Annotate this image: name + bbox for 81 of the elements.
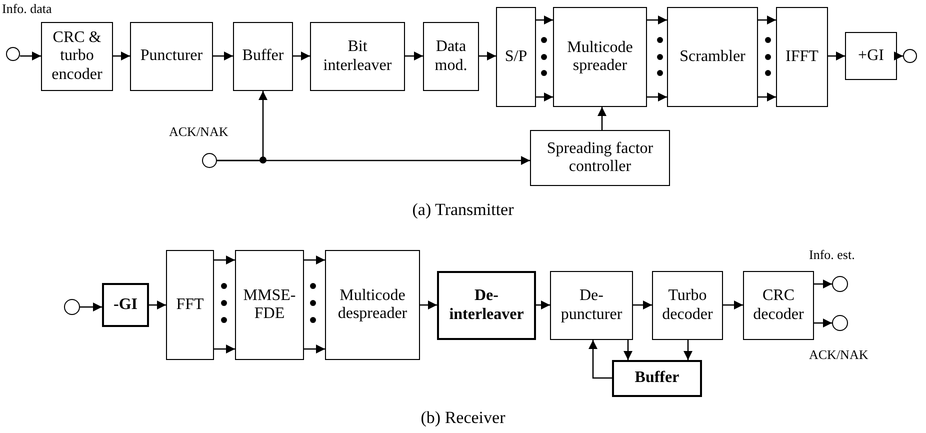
process-block (233, 22, 293, 91)
block-label: Scrambler (678, 48, 746, 66)
process-block (652, 271, 723, 340)
process-block (743, 271, 814, 340)
block-label: CRC decoder (752, 287, 805, 324)
arrow (723, 300, 743, 310)
block-label: +GI (857, 46, 885, 66)
block-label: MMSE- FDE (242, 286, 297, 324)
block-label: De- interleaver (448, 287, 525, 324)
process-block (310, 22, 405, 91)
process-block (235, 250, 304, 360)
process-block (530, 130, 670, 186)
arrow (588, 340, 612, 379)
block-label: CRC & turbo encoder (50, 28, 104, 84)
arrow (624, 340, 632, 360)
process-block (423, 22, 479, 91)
arrow (647, 16, 667, 24)
signal-label: ACK/NAK (809, 347, 868, 363)
process-block (102, 283, 149, 327)
block-label: Data mod. (434, 38, 468, 75)
arrow (20, 52, 41, 60)
arrow (536, 300, 550, 310)
block-label: -GI (112, 296, 138, 314)
block-label: Bit interleaver (322, 38, 393, 75)
arrow (80, 302, 102, 312)
block-label: Turbo decoder (661, 287, 714, 324)
arrow (214, 344, 235, 354)
terminal-circle (64, 299, 80, 315)
block-label: Puncturer (139, 47, 204, 66)
process-block (550, 271, 633, 340)
arrow (213, 52, 233, 60)
terminal-circle (6, 47, 20, 61)
signal-label: Info. data (2, 1, 52, 17)
process-block (845, 32, 897, 80)
process-block (130, 22, 213, 91)
arrow (647, 92, 667, 102)
arrow (633, 300, 652, 310)
arrow (536, 92, 553, 102)
arrow (217, 156, 530, 165)
arrow (214, 256, 235, 264)
process-block (553, 7, 647, 107)
caption: (a) Transmitter (412, 200, 514, 220)
arrow (828, 52, 845, 60)
arrow (304, 344, 325, 354)
arrow (536, 16, 553, 24)
arrow (894, 52, 903, 60)
process-block (166, 250, 214, 360)
arrow (293, 52, 310, 60)
arrow (405, 52, 423, 60)
block-label: Buffer (634, 369, 680, 388)
process-block (776, 7, 828, 107)
process-block (496, 7, 536, 107)
arrow (814, 318, 832, 328)
process-block (437, 271, 536, 340)
block-label: IFFT (784, 48, 820, 66)
block-label: De- puncturer (560, 287, 624, 324)
terminal-circle (903, 49, 917, 63)
process-block (41, 22, 113, 91)
block-label: FFT (175, 296, 205, 314)
arrow (684, 340, 692, 360)
block-label: S/P (504, 48, 528, 66)
arrow (113, 52, 130, 60)
block-label: Spreading factor controller (546, 140, 654, 176)
arrow (814, 280, 832, 288)
arrow (420, 300, 437, 310)
caption: (b) Receiver (420, 408, 506, 428)
process-block (667, 7, 758, 107)
block-label: Multicode despreader (336, 286, 408, 324)
block-label: Buffer (241, 47, 285, 66)
arrow (479, 52, 496, 60)
arrow (149, 300, 166, 310)
block-label: Multicode spreader (566, 38, 634, 76)
terminal-circle (832, 315, 848, 331)
arrow (758, 92, 776, 102)
process-block (325, 250, 420, 360)
signal-label: Info. est. (809, 247, 855, 263)
process-block (612, 360, 702, 397)
arrow (598, 107, 606, 130)
arrow (304, 256, 325, 264)
arrow (758, 16, 776, 24)
signal-label: ACK/NAK (169, 124, 228, 140)
